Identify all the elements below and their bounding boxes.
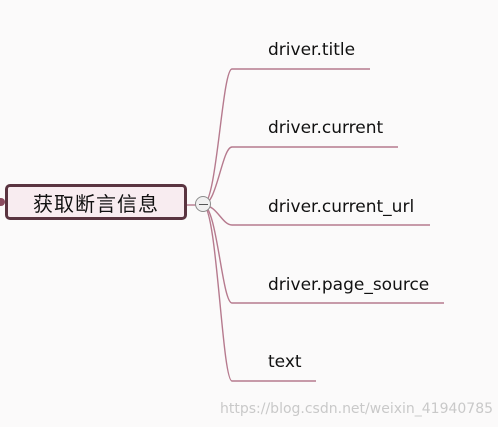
branch-label-page-source[interactable]: driver.page_source — [268, 275, 430, 295]
connector-group — [187, 68, 444, 382]
branch-label-current-url[interactable]: driver.current_url — [268, 197, 415, 217]
root-topic-label: 获取断言信息 — [33, 191, 159, 216]
root-topic[interactable]: 获取断言信息 — [5, 184, 187, 220]
branch-label-text[interactable]: text — [268, 352, 302, 372]
connector-text — [202, 204, 316, 382]
root-edge-marker — [0, 198, 5, 206]
watermark-text: https://blog.csdn.net/weixin_41940785 — [220, 401, 494, 417]
minus-circle-icon[interactable] — [195, 196, 211, 212]
branch-label-current[interactable]: driver.current — [268, 118, 384, 138]
branch-label-title[interactable]: driver.title — [268, 40, 356, 60]
